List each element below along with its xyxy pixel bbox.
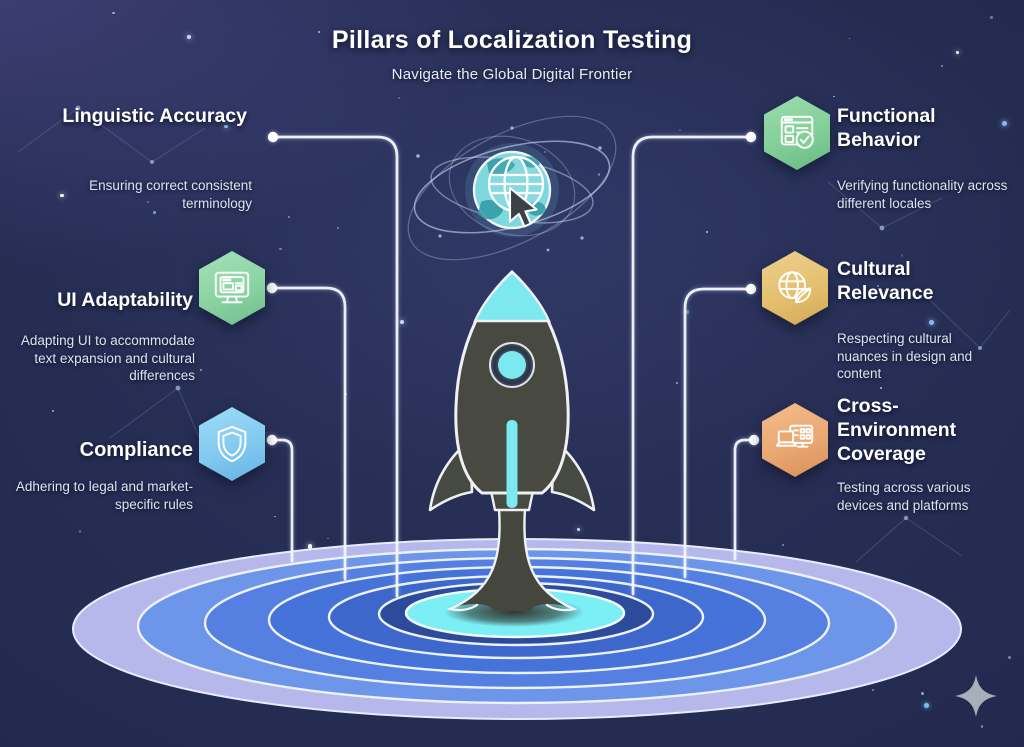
connector-cross-environment: [733, 438, 756, 561]
laptop-monitor-icon: [775, 424, 814, 448]
pillar-cultural-relevance-title: Cultural Relevance: [837, 258, 934, 305]
browser-check-icon: [780, 115, 814, 149]
pillar-cross-environment-title: Cross-Environment Coverage: [837, 395, 957, 466]
pillar-compliance-title: Compliance: [79, 439, 193, 461]
pillar-functional-behavior-title: Functional Behavior: [837, 105, 936, 152]
star: [1002, 120, 1008, 126]
cross-environment-hexagon: [762, 403, 828, 477]
dot-decoration: [921, 692, 924, 695]
ui-adaptability-hexagon: [199, 251, 265, 325]
pillar-linguistic-accuracy-title: Linguistic Accuracy: [62, 105, 247, 127]
star: [854, 359, 856, 361]
star: [890, 501, 893, 504]
star: [1007, 656, 1011, 659]
star: [223, 124, 228, 129]
cultural-relevance-hexagon: [762, 251, 828, 325]
star: [525, 31, 528, 35]
star: [398, 96, 401, 99]
star: [849, 37, 851, 40]
functional-behavior-hexagon: [764, 96, 830, 170]
star: [274, 515, 276, 518]
star: [186, 34, 191, 40]
star: [679, 128, 682, 131]
pillar-cross-environment-description: Testing across various devices and platf…: [837, 480, 971, 513]
star: [879, 387, 882, 390]
star: [544, 151, 546, 153]
star: [980, 725, 983, 728]
star: [60, 193, 64, 197]
star: [571, 69, 574, 72]
star: [684, 310, 689, 315]
star: [576, 527, 581, 532]
star: [327, 537, 330, 540]
connector-cultural-relevance: [683, 287, 753, 579]
connector-compliance: [270, 438, 294, 563]
pillar-ui-adaptability-title: UI Adaptability: [57, 289, 193, 311]
connector-functional-behavior: [631, 135, 753, 596]
pillar-compliance-description: Adhering to legal and market-specific ru…: [15, 479, 193, 512]
pillar-linguistic-accuracy-description: Ensuring correct consistent terminology: [89, 178, 252, 211]
pillar-ui-adaptability-description: Adapting UI to accommodate text expansio…: [20, 333, 195, 384]
star: [147, 201, 150, 204]
star: [833, 95, 835, 98]
star: [940, 64, 944, 68]
star: [706, 230, 709, 233]
globe-leaf-icon: [778, 271, 812, 304]
browser-monitor-icon: [214, 271, 250, 304]
star: [872, 689, 874, 692]
sparkle-icon: [955, 675, 997, 717]
connector-ui-adaptability: [270, 286, 347, 581]
star: [52, 410, 55, 413]
star: [782, 544, 784, 546]
star: [78, 530, 81, 533]
connector-linguistic-accuracy: [271, 135, 399, 598]
page-title: Pillars of Localization Testing: [331, 26, 693, 54]
star: [928, 319, 934, 325]
star: [279, 248, 282, 251]
star: [288, 215, 291, 219]
pillar-cultural-relevance-description: Respecting cultural nuances in design an…: [837, 331, 973, 382]
star: [675, 381, 679, 385]
star: [956, 51, 960, 55]
star: [336, 226, 339, 229]
star: [856, 111, 859, 114]
star: [307, 544, 313, 549]
shield-icon: [217, 425, 247, 463]
star: [990, 16, 993, 19]
star: [318, 31, 321, 34]
star: [400, 320, 405, 325]
star: [171, 373, 174, 375]
connector-dots: [266, 131, 760, 446]
pillar-functional-behavior-description: Verifying functionality across different…: [837, 178, 1008, 211]
compliance-hexagon: [199, 407, 265, 481]
star: [900, 254, 903, 257]
star: [876, 285, 880, 288]
star: [112, 11, 116, 15]
star: [597, 173, 600, 176]
dot-decoration: [924, 703, 929, 708]
star: [152, 211, 156, 214]
star: [200, 369, 203, 372]
